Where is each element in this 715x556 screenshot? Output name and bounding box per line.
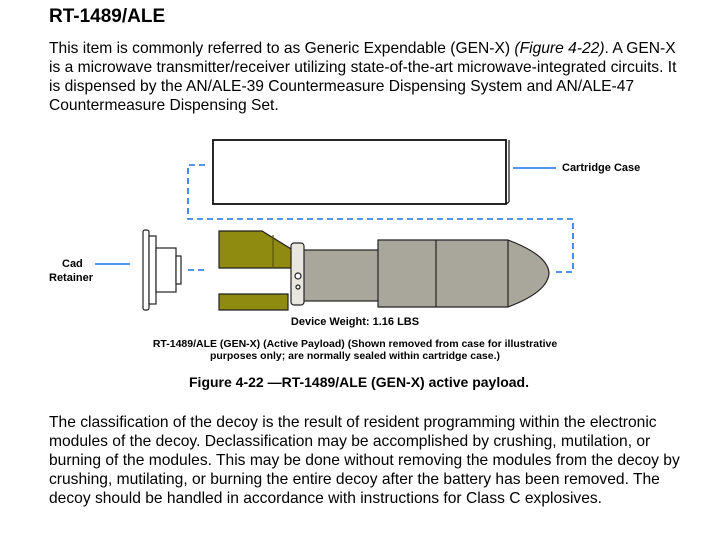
figure-note-line1: RT-1489/ALE (GEN-X) (Active Payload) (Sh… [152,338,558,350]
intro-paragraph: This item is commonly referred to as Gen… [49,39,689,115]
figure-note: RT-1489/ALE (GEN-X) (Active Payload) (Sh… [105,338,605,362]
cartridge-case-drawing [212,139,510,205]
section-title: RT-1489/ALE [49,6,166,27]
device-weight: Device Weight: 1.16 LBS [290,316,420,328]
label-cad: Cad [62,258,83,270]
label-cartridge-case: Cartridge Case [562,162,641,174]
payload-drawing [218,230,550,311]
cad-retainer-drawing [142,229,182,311]
label-retainer: Retainer [49,272,94,284]
body-paragraph: The classification of the decoy is the r… [49,414,680,507]
figure-note-line2: purposes only; are normally sealed withi… [209,350,500,362]
figure-caption: Figure 4-22 —RT-1489/ALE (GEN-X) active … [189,374,529,390]
leader-lines [95,164,574,273]
figure-reference: (Figure 4-22) [514,40,605,57]
intro-text: This item is commonly referred to as Gen… [49,40,515,57]
intro-text-cont: . A GEN-X is a microwave transmitter/rec… [49,40,677,114]
